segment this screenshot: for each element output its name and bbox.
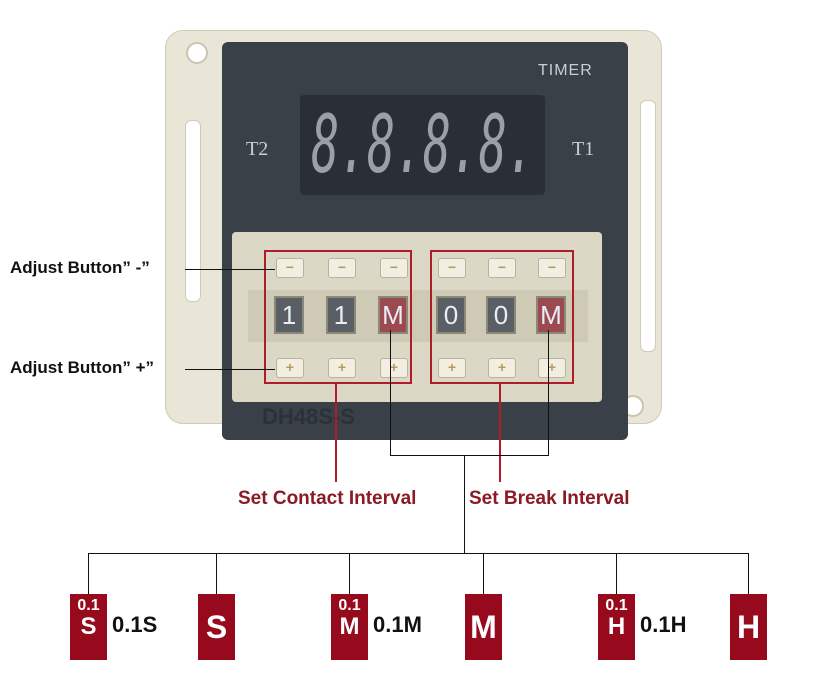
digit-strip — [248, 290, 588, 342]
unit-leader — [390, 455, 549, 456]
minus-button[interactable]: − — [438, 258, 466, 278]
thumbwheel-digit: M — [378, 296, 408, 334]
frame-slot-right — [640, 100, 656, 352]
unit-badge-h: H — [730, 594, 767, 660]
badge-unit: S — [80, 613, 97, 640]
unit-branch-line — [616, 553, 617, 594]
seven-segment-display: 8.8.8.8. — [300, 95, 545, 195]
badge-unit: H — [607, 613, 626, 640]
plus-button[interactable]: + — [438, 358, 466, 378]
unit-badge-s: S — [198, 594, 235, 660]
break-interval-box — [430, 250, 574, 384]
unit-tree-line — [88, 553, 749, 554]
unit-branch-line — [483, 553, 484, 594]
set-break-interval-label: Set Break Interval — [469, 488, 630, 509]
badge-unit: H — [736, 609, 761, 645]
thumbwheel-digit: 1 — [274, 296, 304, 334]
plus-button[interactable]: + — [276, 358, 304, 378]
leader-line — [185, 369, 275, 370]
minus-button[interactable]: − — [380, 258, 408, 278]
adjust-minus-label: Adjust Button” -” — [10, 258, 150, 277]
unit-label: 0.1H — [640, 612, 687, 637]
break-leader — [499, 382, 501, 482]
set-contact-interval-label: Set Contact Interval — [238, 488, 417, 509]
unit-label: 0.1S — [112, 612, 158, 637]
badge-unit: S — [205, 609, 228, 645]
plus-button[interactable]: + — [488, 358, 516, 378]
thumbwheel-digit: M — [536, 296, 566, 334]
plus-button[interactable]: + — [538, 358, 566, 378]
contact-leader — [335, 382, 337, 482]
unit-leader — [390, 330, 391, 456]
timer-label: TIMER — [538, 62, 593, 79]
minus-button[interactable]: − — [538, 258, 566, 278]
frame-slot-left — [185, 120, 201, 302]
t1-indicator: T1 — [572, 138, 595, 160]
unit-branch-line — [349, 553, 350, 594]
minus-button[interactable]: − — [276, 258, 304, 278]
plus-button[interactable]: + — [380, 358, 408, 378]
model-label: DH48S-S — [262, 404, 355, 429]
thumbwheel-digit: 0 — [486, 296, 516, 334]
mount-hole — [186, 42, 208, 64]
badge-unit: M — [339, 613, 360, 640]
plus-button[interactable]: + — [328, 358, 356, 378]
thumbwheel-digit: 0 — [436, 296, 466, 334]
badge-decimal: 0.1 — [77, 597, 100, 614]
unit-label: 0.1M — [373, 612, 422, 637]
unit-leader — [548, 330, 549, 456]
badge-unit: M — [470, 609, 497, 645]
badge-decimal: 0.1 — [605, 597, 628, 614]
thumbwheel-digit: 1 — [326, 296, 356, 334]
leader-line — [185, 269, 275, 270]
unit-branch-line — [216, 553, 217, 594]
unit-branch-line — [88, 553, 89, 594]
minus-button[interactable]: − — [488, 258, 516, 278]
badge-decimal: 0.1 — [338, 597, 361, 614]
display-digits: 8.8.8.8. — [310, 98, 535, 191]
minus-button[interactable]: − — [328, 258, 356, 278]
adjust-plus-label: Adjust Button” +” — [10, 358, 155, 377]
unit-branch-line — [748, 553, 749, 594]
contact-interval-box — [264, 250, 412, 384]
unit-leader — [464, 455, 465, 553]
unit-badge-m: M — [465, 594, 502, 660]
t2-indicator: T2 — [246, 138, 269, 160]
